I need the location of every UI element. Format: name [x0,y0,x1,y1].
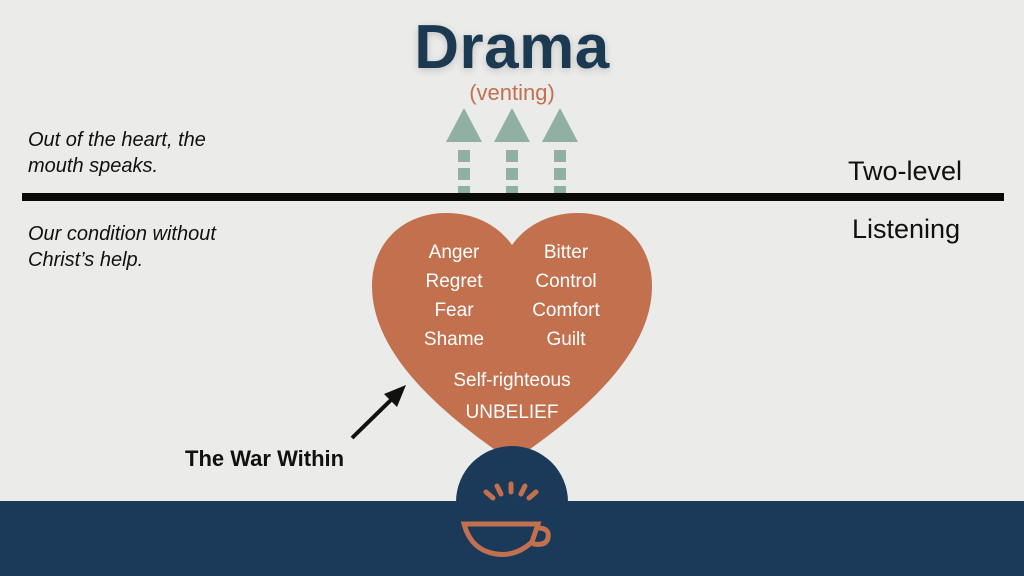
heart-right-words: Bitter Control Comfort Guilt [516,242,616,358]
heart-word: Bitter [543,242,589,263]
callout-arrow-icon [350,385,406,440]
quote-bottom: Our condition without Christ’s help. [28,221,216,273]
heart-center-word-1: Self-righteous [453,370,571,391]
up-arrow-icon [542,108,578,193]
up-arrow-icon [446,108,482,193]
heart-word: Anger [428,242,480,263]
heart-word: Control [535,271,597,292]
page-subtitle: (venting) [469,80,555,105]
heart-word: Comfort [532,300,600,321]
footer-band [0,501,1024,576]
callout-label: The War Within [185,446,345,471]
heart-word: Guilt [546,329,586,350]
footer-bump [456,446,568,502]
heart-word: Fear [434,300,474,321]
quote-bottom-line-2: Christ’s help. [28,249,144,271]
coffee-cup-icon [460,481,551,557]
label-two-level: Two-level [848,156,963,186]
up-arrow-icon [494,108,530,193]
heart-word: Regret [425,271,483,292]
heart-shape [372,213,652,462]
page-title: Drama [414,13,610,82]
level-divider [22,193,1004,201]
heart-left-words: Anger Regret Fear Shame [404,242,504,358]
quote-top: Out of the heart, the mouth speaks. [28,127,206,179]
quote-top-line-2: mouth speaks. [28,155,159,177]
heart-center-word-2: UNBELIEF [465,402,559,423]
quote-top-line-1: Out of the heart, the [28,129,206,151]
label-listening: Listening [852,214,961,244]
heart-word: Shame [423,329,485,350]
quote-bottom-line-1: Our condition without [28,223,216,245]
